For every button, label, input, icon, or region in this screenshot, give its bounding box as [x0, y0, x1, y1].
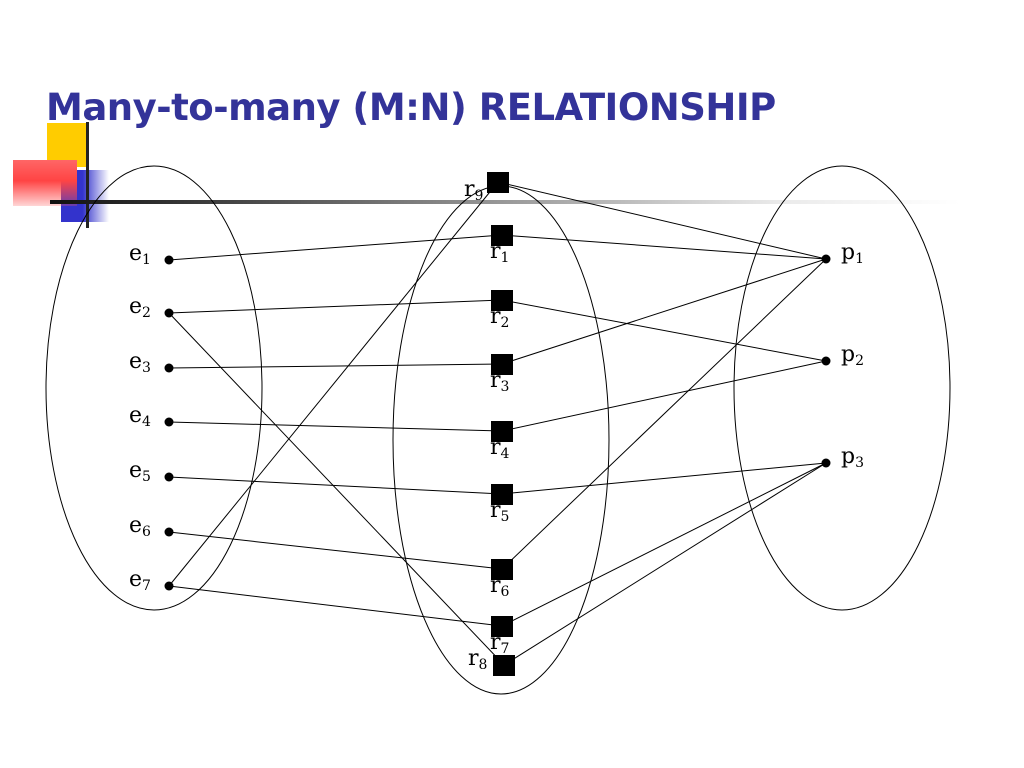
- entity-node-e7: [164, 581, 174, 591]
- node-label-r1: r1: [490, 239, 509, 266]
- edge-e2-r2: [168, 299, 503, 314]
- entity-node-e2: [164, 308, 174, 318]
- edge-e2-r8: [168, 312, 505, 666]
- edge-e5-r5: [168, 476, 503, 495]
- node-label-e4: e4: [129, 403, 151, 430]
- entity-node-p3: [821, 458, 831, 468]
- entity-node-p1: [821, 254, 831, 264]
- relationship-node-r8: [493, 655, 515, 676]
- left-entity-set-ellipse: [45, 165, 263, 611]
- relationship-node-r4: [491, 421, 513, 442]
- relationship-node-r6: [491, 559, 513, 580]
- entity-node-e4: [164, 417, 174, 427]
- edge-r3-p1: [501, 258, 827, 365]
- node-label-e1: e1: [129, 241, 151, 268]
- node-label-e6: e6: [129, 513, 151, 540]
- node-label-e7: e7: [129, 567, 151, 594]
- edge-e7-r9: [168, 181, 499, 587]
- entity-node-e6: [164, 527, 174, 537]
- decor-red-square: [13, 160, 77, 206]
- edge-e7-r7: [168, 585, 503, 627]
- slide-title: Many-to-many (M:N) RELATIONSHIP: [46, 86, 776, 129]
- edge-r1-p1: [501, 234, 827, 260]
- node-label-r6: r6: [490, 573, 510, 600]
- node-label-r5: r5: [490, 498, 509, 525]
- node-label-p2: p2: [841, 342, 864, 369]
- edge-r8-p3: [503, 462, 827, 666]
- node-label-r2: r2: [490, 304, 509, 331]
- node-label-p1: p1: [841, 240, 864, 267]
- node-label-r3: r3: [490, 368, 509, 395]
- node-label-r8: r8: [468, 646, 487, 673]
- relationship-node-r3: [491, 354, 513, 375]
- edge-e6-r6: [168, 531, 503, 570]
- edge-e3-r3: [168, 363, 503, 369]
- edge-e1-r1: [168, 234, 503, 261]
- node-label-r4: r4: [490, 435, 510, 462]
- node-label-e5: e5: [129, 458, 151, 485]
- node-label-e3: e3: [129, 349, 151, 376]
- edge-r4-p2: [501, 360, 827, 432]
- node-label-p3: p3: [841, 444, 864, 471]
- entity-node-e3: [164, 363, 174, 373]
- node-label-r7: r7: [490, 630, 509, 657]
- edges-layer: [168, 181, 827, 666]
- entity-node-e5: [164, 472, 174, 482]
- decor-yellow-square: [47, 123, 89, 167]
- relationship-node-r9: [487, 172, 509, 193]
- edge-r9-p1: [497, 181, 827, 260]
- edge-e4-r4: [168, 421, 503, 432]
- entity-node-e1: [164, 255, 174, 265]
- edge-r5-p3: [501, 462, 827, 495]
- node-label-e2: e2: [129, 294, 151, 321]
- relationship-node-r1: [491, 225, 513, 246]
- relationship-node-r5: [491, 484, 513, 505]
- entity-node-p2: [821, 356, 831, 366]
- edge-r6-p1: [501, 258, 827, 570]
- relationship-node-r7: [491, 616, 513, 637]
- edge-r7-p3: [501, 462, 827, 627]
- right-entity-set-ellipse: [733, 165, 951, 611]
- relationship-node-r2: [491, 290, 513, 311]
- title-underline: [50, 200, 960, 204]
- edge-r2-p2: [501, 299, 827, 362]
- node-label-r9: r9: [464, 177, 483, 204]
- decor-vertical-rule: [86, 122, 89, 228]
